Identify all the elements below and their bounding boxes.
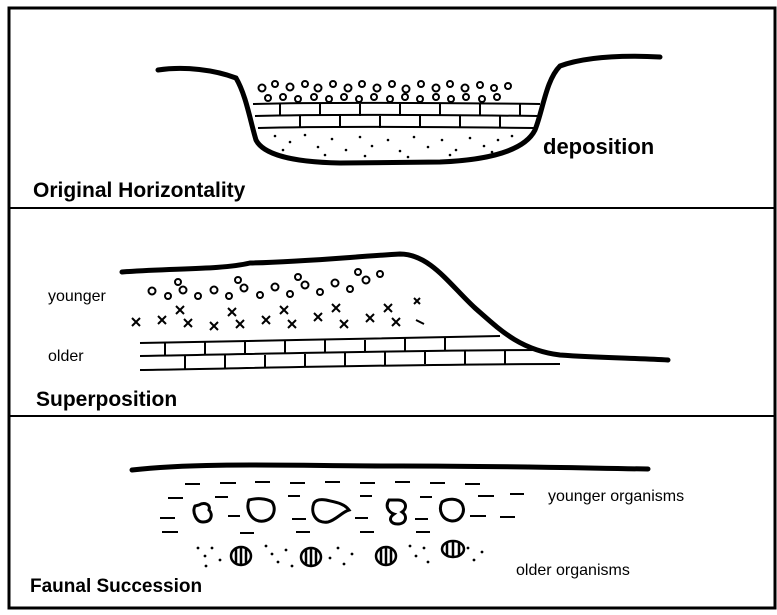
- deposition-label: deposition: [543, 134, 654, 160]
- younger-organisms-label: younger organisms: [548, 488, 684, 506]
- panel-faunal-succession-drawing: [132, 465, 648, 567]
- land-surface: [122, 254, 668, 360]
- panel-superposition-drawing: [122, 254, 668, 370]
- title-superposition: Superposition: [36, 388, 177, 412]
- younger-label: younger: [48, 288, 106, 306]
- surface-line: [132, 465, 648, 470]
- older-label: older: [48, 348, 84, 366]
- limestone-layers-older: [140, 336, 560, 370]
- title-original-horizontality: Original Horizontality: [33, 179, 245, 203]
- older-organisms-label: older organisms: [516, 562, 630, 580]
- limestone-layers: [253, 103, 540, 128]
- pebble-layer-younger: [149, 269, 384, 299]
- sand-layer: [274, 134, 514, 159]
- younger-fossils: [194, 499, 463, 524]
- shale-dashes: [160, 482, 524, 533]
- pebble-layer: [259, 81, 512, 102]
- crossed-layer: [132, 298, 424, 330]
- title-faunal-succession: Faunal Succession: [30, 576, 202, 598]
